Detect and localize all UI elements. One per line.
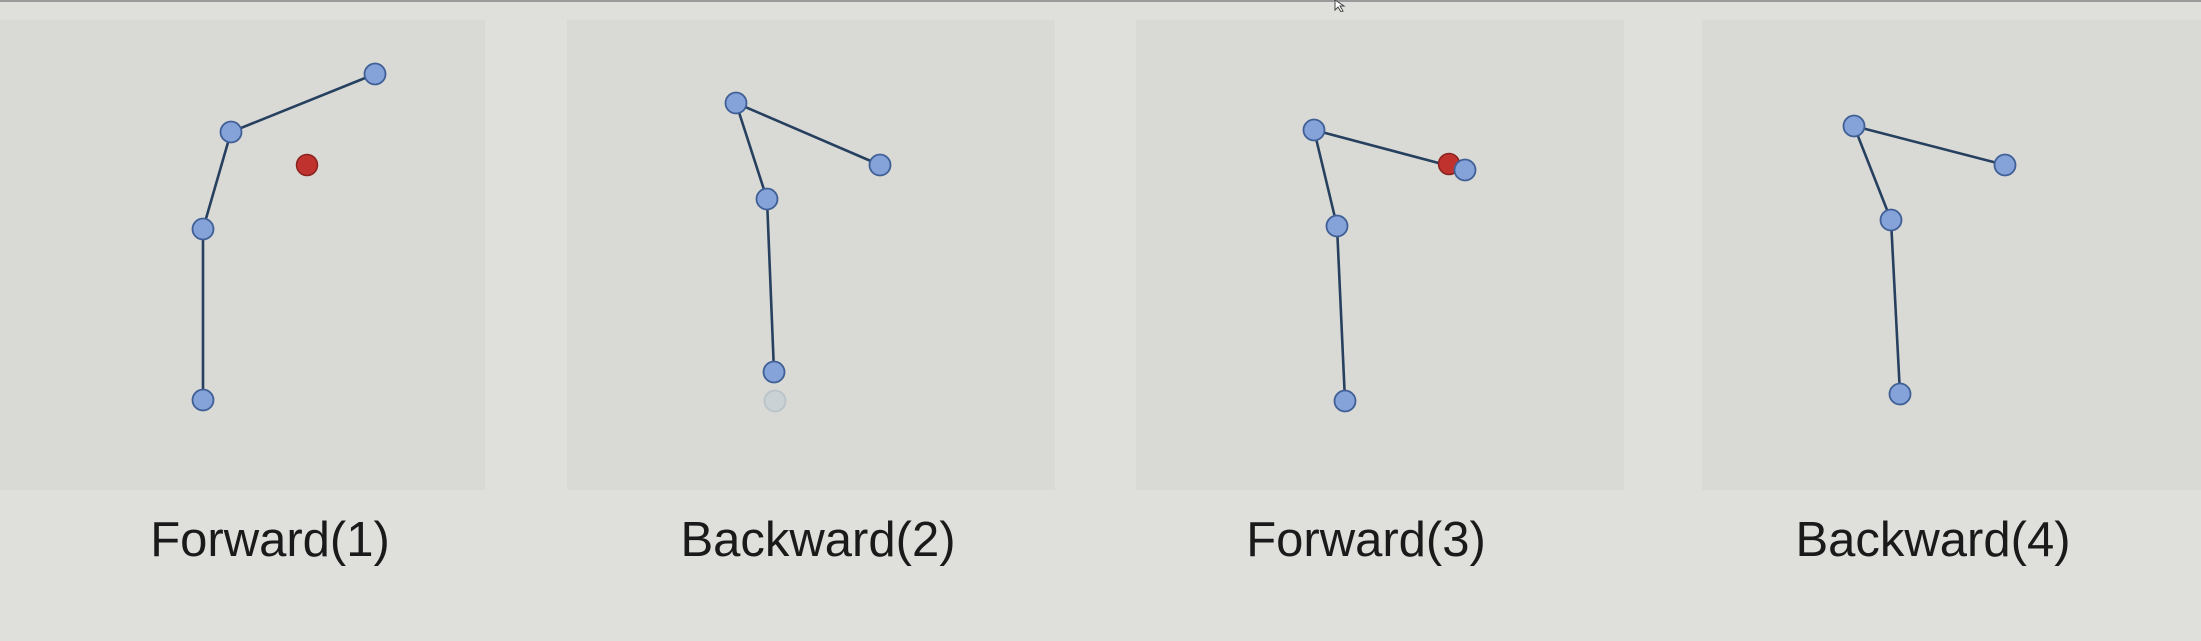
bone-segment (201, 130, 233, 231)
bone-segment (734, 101, 882, 167)
bone-segment (1335, 224, 1347, 403)
bone-segment (734, 101, 769, 201)
joint (1325, 214, 1349, 238)
joint (724, 91, 748, 115)
joint (1842, 114, 1866, 138)
root-joint (191, 388, 215, 412)
caption-backward-2: Backward(2) (680, 513, 956, 567)
bone-segment (1889, 218, 1902, 396)
mouse-pointer-icon (1334, 0, 1346, 12)
bone-segment (1852, 124, 2007, 167)
end-effector-joint (1453, 158, 1477, 182)
end-effector-joint (868, 153, 892, 177)
panel-background-4 (1702, 20, 2201, 490)
caption-forward-1: Forward(1) (150, 513, 390, 567)
arm-chain-3 (1302, 118, 1477, 413)
panel-background-1 (0, 20, 485, 490)
joint (191, 217, 215, 241)
top-border (0, 0, 2201, 2)
target-point (295, 153, 319, 177)
root-joint (1888, 382, 1912, 406)
arm-chain-2 (724, 91, 892, 413)
joint (1302, 118, 1326, 142)
panels-layer (191, 62, 2017, 413)
arm-chain-4 (1842, 114, 2017, 406)
panel-background-2 (567, 20, 1055, 490)
end-effector-joint (363, 62, 387, 86)
bone-segment (229, 72, 377, 134)
end-effector-joint (1993, 153, 2017, 177)
panel-background-3 (1136, 20, 1624, 490)
bone-segment (1852, 124, 1893, 222)
joint (755, 187, 779, 211)
caption-backward-4: Backward(4) (1795, 513, 2071, 567)
joint (219, 120, 243, 144)
arm-chain-1 (191, 62, 387, 412)
root-joint (762, 360, 786, 384)
root-joint (1333, 389, 1357, 413)
caption-forward-3: Forward(3) (1246, 513, 1486, 567)
joint (1879, 208, 1903, 232)
bone-segment (765, 197, 776, 374)
bone-segment (1312, 128, 1339, 228)
ghost-joint (763, 389, 787, 413)
